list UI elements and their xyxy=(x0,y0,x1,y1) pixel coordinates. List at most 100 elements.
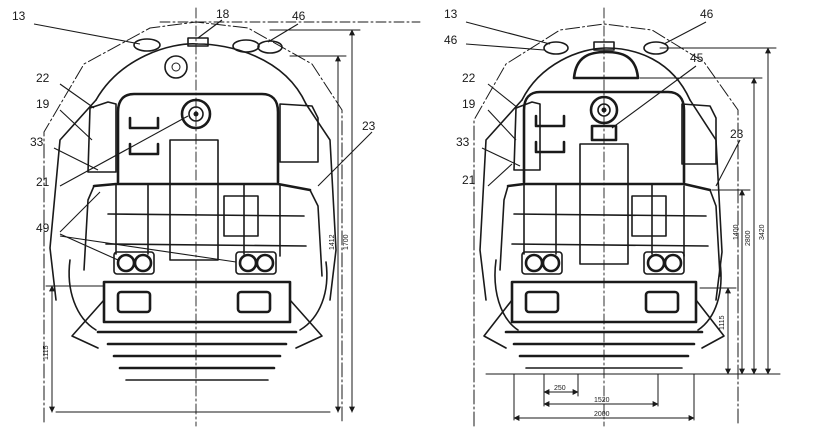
left-roof-horn-right xyxy=(232,39,260,53)
right-roof-cap xyxy=(572,50,640,80)
left-locomotive-view: 1412 1700 1115 13 18 46 22 19 33 21 xyxy=(12,7,421,427)
right-lower-light-right xyxy=(643,251,685,275)
right-locomotive-view: 3420 2800 1400 1115 250 1520 xyxy=(444,7,781,427)
right-callout-19: 19 xyxy=(462,97,476,111)
left-clearance-gauge xyxy=(43,21,343,423)
right-handrail-side-left xyxy=(499,185,509,271)
right-leader-33 xyxy=(481,147,521,167)
left-skirt-left xyxy=(68,259,97,331)
left-cab-outer-left xyxy=(49,99,97,301)
right-callout-22: 22 xyxy=(462,71,476,85)
left-leader-49b xyxy=(59,233,119,261)
right-cab-outer-right xyxy=(689,99,723,301)
right-roof xyxy=(521,47,691,101)
left-callout-33: 33 xyxy=(30,135,44,149)
right-leader-45 xyxy=(611,65,697,129)
right-dimension-2800: 2800 xyxy=(639,77,763,375)
left-callout-22: 22 xyxy=(36,71,50,85)
left-leader-21 xyxy=(59,115,189,187)
right-buffer-beam xyxy=(510,280,698,324)
left-dimension-1700: 1700 xyxy=(269,29,361,413)
right-dimension-2000: 2000 xyxy=(513,411,695,421)
right-dim-250-text: 250 xyxy=(554,385,566,392)
right-buffer-opening-left xyxy=(524,290,560,314)
right-side-window-right xyxy=(681,103,717,165)
left-dim-1700-text: 1700 xyxy=(343,234,350,250)
left-pilot-left xyxy=(71,299,105,349)
right-side-window-left xyxy=(513,101,541,171)
right-callout-23: 23 xyxy=(730,127,744,141)
right-leader-46a xyxy=(465,43,545,51)
left-callout-46: 46 xyxy=(292,9,306,23)
right-dim-2800-text: 2800 xyxy=(745,230,752,246)
right-dim-3420-text: 3420 xyxy=(759,224,766,240)
left-handrail-top xyxy=(92,182,312,192)
left-headlight-inner xyxy=(188,106,204,122)
right-dimension-1115: 1115 xyxy=(699,287,737,375)
right-leader-22 xyxy=(487,83,519,109)
left-handrail-low xyxy=(105,243,307,247)
right-cab-body xyxy=(522,90,686,184)
left-leader-13 xyxy=(33,23,141,45)
left-callout-18: 18 xyxy=(216,7,230,21)
left-buffer-opening-right xyxy=(236,290,272,314)
left-roof-horn-right-2 xyxy=(257,40,283,54)
right-dim-2000-text: 2000 xyxy=(594,411,610,418)
right-pilot-right xyxy=(695,299,725,349)
right-dim-1115-text: 1115 xyxy=(719,315,726,330)
left-leader-19 xyxy=(59,109,93,141)
right-headlight-inner xyxy=(597,103,611,117)
left-pilot-right xyxy=(289,299,323,349)
right-dimension-250: 250 xyxy=(543,385,579,395)
left-handrail-mid xyxy=(107,213,305,217)
left-callout-49: 49 xyxy=(36,221,50,235)
right-dim-1400-text: 1400 xyxy=(733,224,740,240)
left-leader-23 xyxy=(317,131,373,187)
left-cab-body xyxy=(116,92,280,184)
left-leader-22 xyxy=(59,83,95,109)
left-side-window-left xyxy=(87,101,117,173)
left-side-window-right xyxy=(279,103,319,163)
left-dim-1412-text: 1412 xyxy=(329,234,336,250)
left-dimension-1412: 1412 xyxy=(289,55,347,413)
left-headlight-outer xyxy=(180,98,212,130)
left-leader-18 xyxy=(197,19,223,39)
right-handrail-top xyxy=(506,182,712,192)
right-headlight-core xyxy=(601,107,607,113)
left-callout-19: 19 xyxy=(36,97,50,111)
right-skirt-right xyxy=(697,261,722,331)
left-callout-23: 23 xyxy=(362,119,376,133)
right-dim-1520-text: 1520 xyxy=(594,397,610,404)
right-pilot-left xyxy=(483,299,513,349)
right-leader-46b xyxy=(663,21,707,45)
left-lower-light-right xyxy=(235,251,277,275)
left-leader-33 xyxy=(53,147,99,171)
right-callout-13: 13 xyxy=(444,7,458,21)
left-roof-horn-left xyxy=(133,38,161,52)
left-callout-21: 21 xyxy=(36,175,50,189)
right-callout-46-left: 46 xyxy=(444,33,458,47)
right-roof-horn-left xyxy=(543,41,569,55)
left-leader-49a xyxy=(59,191,101,233)
left-roof-light-core xyxy=(171,62,181,72)
left-dim-1115-text: 1115 xyxy=(43,345,50,360)
right-headlight-base xyxy=(590,124,618,142)
right-clearance-gauge xyxy=(473,23,739,427)
right-cab-outer-left xyxy=(479,99,523,301)
right-panel-mark-2 xyxy=(534,140,566,154)
right-leader-19 xyxy=(487,109,517,141)
right-callout-45: 45 xyxy=(690,51,704,65)
right-callout-21: 21 xyxy=(462,173,476,187)
right-skirt-left xyxy=(494,259,519,331)
left-lower-light-left xyxy=(113,251,155,275)
left-skirt-right xyxy=(299,261,328,331)
right-handrail-mid xyxy=(513,213,707,217)
right-roof-box xyxy=(593,41,615,51)
right-center-hood xyxy=(579,143,629,265)
left-roof-light xyxy=(164,55,188,79)
left-leader-49c xyxy=(59,235,237,263)
left-callout-13: 13 xyxy=(12,9,26,23)
left-buffer-beam xyxy=(102,280,292,324)
right-leader-23 xyxy=(715,139,741,187)
